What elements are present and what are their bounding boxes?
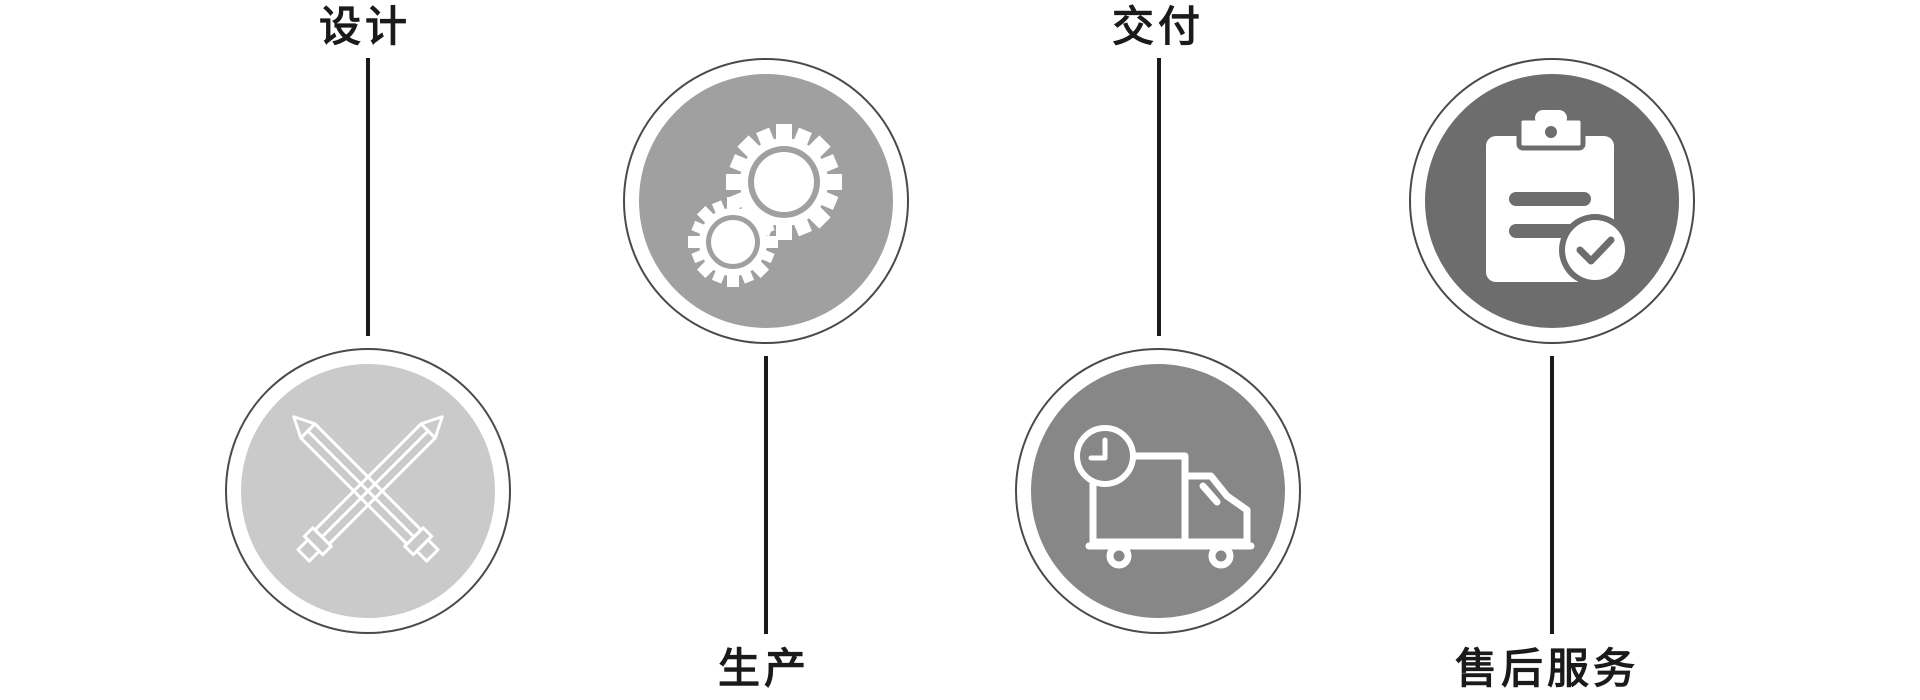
step-label-after-sales: 售后服务 [1455, 644, 1640, 693]
step-circle-design [225, 348, 511, 634]
step-disc-design [241, 364, 495, 618]
gears-icon [688, 124, 842, 287]
step-disc-production [639, 74, 893, 328]
crossed-pencils-icon [292, 415, 444, 563]
step-label-production: 生产 [718, 644, 811, 693]
step-circle-production [623, 58, 909, 344]
step-label-delivery: 交付 [1112, 2, 1205, 51]
step-disc-delivery [1031, 364, 1285, 618]
connector-design [366, 58, 370, 336]
clipboard-check-icon [1486, 110, 1631, 286]
step-circle-after-sales [1409, 58, 1695, 344]
step-disc-after-sales [1425, 74, 1679, 328]
step-circle-delivery [1015, 348, 1301, 634]
delivery-truck-clock-icon [1074, 425, 1255, 569]
connector-production [764, 356, 768, 634]
step-label-design: 设计 [319, 2, 412, 51]
connector-after-sales [1550, 356, 1554, 634]
connector-delivery [1157, 58, 1161, 336]
